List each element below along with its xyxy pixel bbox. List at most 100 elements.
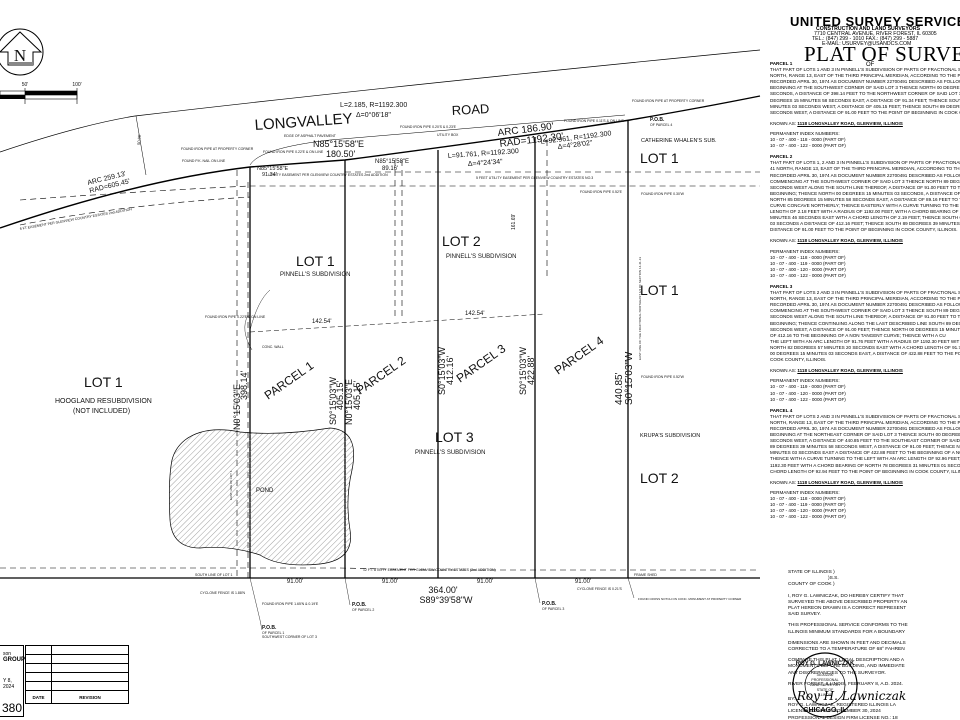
road-name-suffix: ROAD: [451, 101, 489, 118]
parcel-heading: PARCEL 2: [770, 154, 793, 160]
cert-line: THIS PROFESSIONAL SERVICE CONFORMS TO TH…: [788, 623, 908, 629]
cert-line: COMPARE THIS PLAT, LEGAL DESCRIPTION AND…: [788, 658, 905, 664]
lots-hoogland-sub: HOOGLAND RESUBDIVISION: [55, 398, 152, 405]
legal-line: MINUTES 03 SECONDS WEST, A DISTANCE OF 4…: [770, 103, 960, 109]
date-header: DATE: [25, 690, 52, 704]
cert-line: MONUMENTS BEFORE BUILDING, AND IMMEDIATE: [788, 664, 905, 670]
scale-end-label: 100': [72, 82, 81, 88]
notes-found-pipe-corner: FOUND IRON PIPE AT PROPERTY CORNER: [181, 147, 254, 151]
legal-line: OF 412.16 TO THE BEGINNING OF A NON TANG…: [770, 332, 946, 338]
legal-line: SECONDS, A DISTANCE OF 398.14 FEET TO TH…: [770, 91, 960, 97]
parcel-1-label: PARCEL 1: [262, 358, 317, 402]
legal-line: DISTANCE OF 91.00 FEET TO THE POINT OF B…: [770, 227, 958, 233]
notes-pob4-sub: OF PARCEL 4: [650, 123, 672, 127]
legal-line: MINUTES 46 SECONDS EAST WITH A CHORD LEN…: [770, 215, 960, 221]
legal-line: 00 DEGREES 15 MINUTES 03 SECONDS EAST, A…: [770, 351, 960, 357]
known-as: KNOWN AS: 1118 LONGVALLEY ROAD, GLENVIEW…: [770, 121, 960, 127]
bearings-p3-west-dist: 412.16': [445, 355, 455, 385]
road-width: 50.00': [136, 134, 142, 145]
notes-easement-south: 12 FT. UTILITY EASEMENT PER GLENVIEW COU…: [363, 568, 496, 572]
bearings-right-dim: 161.69': [511, 214, 517, 230]
certification-county: COUNTY OF COOK ): [788, 582, 835, 588]
pond: [168, 427, 354, 566]
lots-lot3-pinnell-sub: PINNELL'S SUBDIVISION: [415, 450, 486, 456]
certification-state: STATE OF ILLINOIS ): [788, 570, 835, 575]
legal-0-known-as-label: KNOWN AS:: [770, 120, 797, 126]
legal-3-known-as: 1118 LONGVALLEY ROAD, GLENVIEW, ILLINOIS: [797, 479, 903, 485]
notes-pob2-sub: OF PARCEL 2: [352, 608, 374, 612]
bearings-p3-west: S0°15'03"W: [437, 346, 447, 395]
notes-easement-5ft: 5 FEET UTILITY EASEMENT PER GLENVIEW COU…: [476, 176, 593, 180]
legal-line: NORTH 85 DEGREES 15 MINUTES 58 SECONDS E…: [770, 196, 960, 202]
legal-line: DEGREES 15 MINUTES 58 SECONDS EAST, A DI…: [770, 97, 960, 103]
lots-krupa-sub: KRUPA'S SUBDIVISION: [640, 433, 700, 439]
legal-line: BEGINNING; THENCE NORTH 00 DEGREES 15 MI…: [770, 190, 960, 196]
pin-number: 10 - 07 - 400 - 118 - 0000 (PART OF): [770, 495, 846, 501]
notes-easement-6ft: 6 FT EASEMENT PER GLENVIEW COUNTRY ESTAT…: [19, 207, 132, 231]
bearings-east-line: S0°15'03"W: [624, 351, 635, 405]
legal-line: 03 SECONDS A DISTANCE OF 412.16 FEET; TH…: [770, 221, 960, 227]
bearings-east-dist: 440.85': [614, 372, 625, 405]
notes-pob3: P.O.B.: [542, 601, 557, 607]
cert-line: SAID SURVEY.: [788, 612, 821, 618]
bearings-parcel2-dist: 89.16': [382, 166, 398, 172]
title-block-date: Y 8, 2024: [3, 678, 15, 690]
notes-asphalt: EDGE OF ASPHALT PAVEMENT: [284, 134, 337, 138]
legal-line: THAT PART OF LOTS 1, 2 AND 3 IN PINNELL'…: [770, 160, 960, 166]
surveyor-license-line: LICENSE EXPIRES: NOVEMBER 30, 2024: [788, 709, 881, 715]
legal-line: CHORD LENGTH OF 92.94 FEET TO THE POINT …: [770, 468, 960, 474]
revision-header: REVISION: [51, 690, 129, 704]
legal-line: RECORDED APRIL 30, 1974 AS DOCUMENT NUMB…: [770, 172, 960, 178]
notes-found-pipe-2: FOUND IRON PIPE 0.20'S & 0.23'E: [400, 125, 457, 129]
legal-line: SECONDS WEST, A DISTANCE OF 91.00 FEET; …: [770, 326, 960, 332]
pin-number: 10 - 07 - 400 - 120 - 0000 (PART OF): [770, 266, 846, 272]
bearing-labels: N85°15'58"E 180.50' N85°15'58"E 89.16' N…: [232, 139, 635, 605]
legal-2-known-as-label: KNOWN AS:: [770, 368, 797, 374]
lots-lot1-pinnell-sub: PINNELL'S SUBDIVISION: [280, 272, 351, 278]
parcel-heading: PARCEL 3: [770, 284, 793, 289]
parcel-heading: PARCEL 1: [770, 61, 793, 66]
cert-line: PLAT HEREON DRAWN IS A CORRECT REPRESENT: [788, 606, 907, 612]
bearings-seg1: 91.00': [287, 579, 303, 585]
bearings-parcel2-north: N85°15'58"E: [375, 159, 409, 165]
legal-line: SECONDS WEST ALONG THE SOUTH LINE THEREO…: [770, 314, 960, 320]
company-tagline: CONSTRUCTION AND LAND SURVEYORS: [816, 26, 921, 32]
lots-lot1-whalen: LOT 1: [640, 150, 679, 166]
known-as: KNOWN AS: 1118 LONGVALLEY ROAD, GLENVIEW…: [770, 238, 960, 244]
legal-line: THE LEFT WITH AN ARC LENGTH OF 91.76 FEE…: [770, 338, 960, 344]
surveyor-seal: ROY G. LAWNICZAK CHICAGO, IL 35-002290 P…: [792, 652, 858, 718]
notes-pob1-sub: OF PARCEL 1: [262, 631, 284, 635]
notes-conc-wall: CONC. WALL: [262, 345, 284, 349]
surveyor-license-line: ROY G. LAWNICZAK, REGISTERED ILLINOIS LA: [788, 703, 896, 709]
curves-c2-delta: Δ=4°24'34": [468, 158, 504, 168]
known-as: KNOWN AS: 1118 LONGVALLEY ROAD, GLENVIEW…: [770, 480, 960, 486]
bearings-seg2: 91.00': [382, 579, 398, 585]
pin-number: 10 - 07 - 400 - 119 - 0000 (PART OF): [770, 502, 846, 507]
legal-line: NORTH 82 DEGREES 57 MINUTES 20 SECONDS E…: [770, 344, 960, 350]
pin-heading: PERMANENT INDEX NUMBERS:: [770, 378, 840, 384]
seal-top: ROY G. LAWNICZAK: [796, 661, 855, 667]
parcel-labels: PARCEL 1 PARCEL 2 PARCEL 3 PARCEL 4: [262, 333, 607, 402]
curves-c2-l: L=91.761, R=1192.300: [448, 148, 520, 160]
lots-lot2-pinnell-sub: PINNELL'S SUBDIVISION: [446, 254, 517, 260]
pin-number: 10 - 07 - 400 - 119 - 0000 (PART OF): [770, 260, 846, 266]
title-block-number: 380: [2, 701, 23, 715]
notes-pob1: P.O.B.: [262, 625, 277, 631]
lots-lot3-pinnell: LOT 3: [435, 429, 474, 445]
curves-c1-delta: Δ=0°06'18": [356, 111, 391, 119]
seal-center-2: LAND SURVEYOR: [810, 683, 840, 687]
legal-line: THAT PART OF LOTS 1 AND 3 IN PINNELL'S S…: [770, 67, 960, 73]
easement-lines: [0, 140, 760, 578]
certification-by: BY:: [788, 697, 796, 703]
legal-line: RECORDED APRIL 30, 1974 AS DOCUMENT NUMB…: [770, 79, 960, 85]
certification-dated: RIVER FOREST, ILLINOIS, FEBRUARY 8, A.D.…: [788, 681, 903, 687]
notes-east-lot-line: EAST LINE OF LOT 1: [229, 470, 233, 500]
bearings-p2-west-dist: 405.15': [335, 380, 345, 410]
north-letter: N: [14, 46, 26, 65]
legal-line: LENGTH OF 2.18 FEET WITH A RADIUS OF 119…: [770, 209, 960, 215]
pin-heading: PERMANENT INDEX NUMBERS:: [770, 248, 840, 254]
